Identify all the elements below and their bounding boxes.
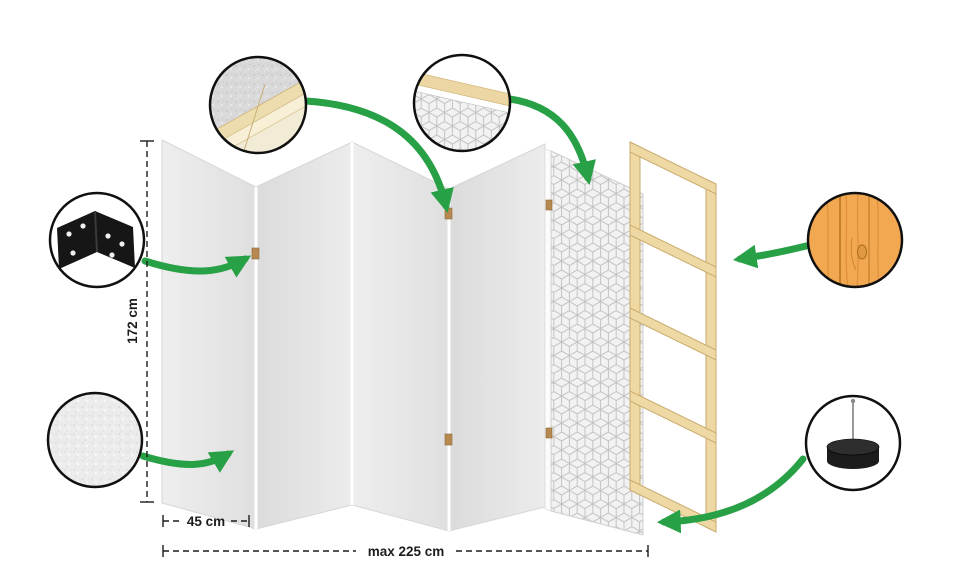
- hinge-pin-5: [545, 427, 553, 439]
- dimension-height: 172 cm: [125, 140, 154, 503]
- dimension-panel-width: 45 cm: [162, 514, 250, 529]
- felt-pad-detail: [804, 394, 902, 492]
- arrow-hinge-to-fold: [141, 255, 252, 278]
- total-width-label: max 225 cm: [368, 544, 445, 559]
- panel-5-pattern-face: [550, 150, 644, 536]
- hinge-pin-1: [251, 247, 260, 260]
- folding-panels: [161, 139, 546, 532]
- frame-corner-art: [211, 58, 305, 152]
- pine-wood-detail: [806, 191, 904, 289]
- hinge-icon: [51, 194, 143, 286]
- frame-rail-3: [629, 307, 717, 361]
- frame-rail-2: [629, 224, 717, 278]
- arrow-pattern-corner-to-panel: [506, 95, 596, 185]
- pattern-corner-detail: [412, 53, 512, 153]
- panel-4: [448, 143, 546, 532]
- arrow-pad-to-frame: [656, 455, 807, 534]
- felt-pad-icon: [807, 397, 899, 489]
- pattern-corner-art: [415, 56, 509, 150]
- arrow-frame-corner-to-fold: [302, 97, 454, 213]
- fleece-texture-detail: [46, 391, 144, 489]
- panel-width-label: 45 cm: [187, 514, 225, 529]
- pattern-corner-ring: [412, 53, 512, 153]
- felt-pad-ring: [804, 394, 902, 492]
- frame-rail-4: [629, 390, 717, 444]
- hinge-pins: [251, 199, 553, 446]
- hinge-pin-2: [444, 207, 453, 220]
- hinge-ring: [48, 191, 146, 289]
- wooden-frame: [629, 141, 717, 533]
- frame-corner-detail: [208, 55, 308, 155]
- hinge-pin-3: [444, 433, 453, 446]
- arrow-fleece-to-panel: [139, 450, 235, 473]
- fleece-ring: [46, 391, 144, 489]
- hinge-pin-4: [545, 199, 553, 211]
- wood-texture-art: [809, 194, 901, 286]
- frame-corner-ring: [208, 55, 308, 155]
- height-dimension-label: 172 cm: [125, 298, 140, 344]
- arrow-wood-to-frame: [732, 242, 810, 269]
- callout-arrows: [139, 95, 810, 534]
- panel-2: [255, 141, 353, 530]
- hinge-detail: [48, 191, 146, 289]
- panel-3: [351, 141, 450, 532]
- panel-1: [161, 139, 257, 530]
- patterned-panel: [544, 148, 644, 536]
- dimension-total-width: max 225 cm: [162, 544, 649, 559]
- wood-ring: [806, 191, 904, 289]
- fleece-texture-art: [49, 394, 141, 486]
- frame-rail-1: [629, 141, 717, 195]
